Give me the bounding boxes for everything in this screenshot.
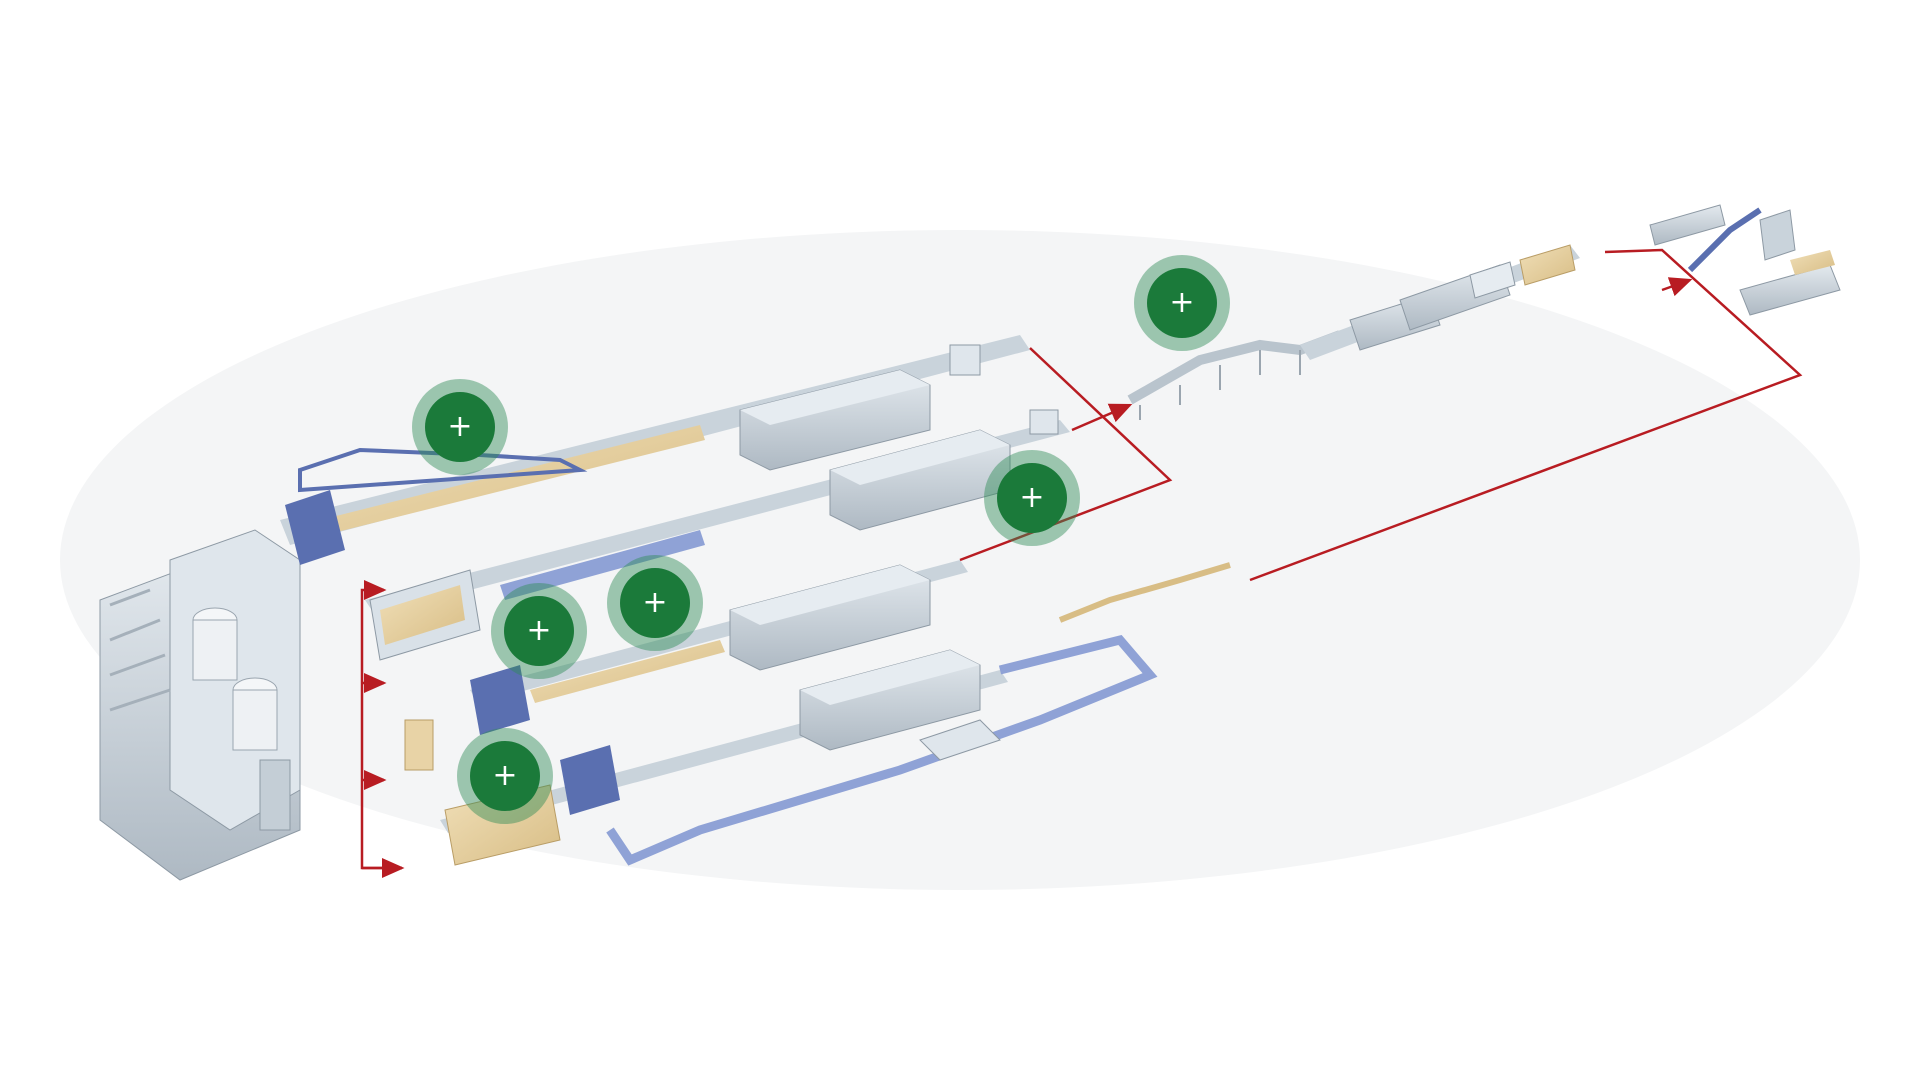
production-line-4 bbox=[440, 562, 1231, 866]
hotspot-transfer[interactable]: + bbox=[1134, 255, 1230, 351]
plus-icon: + bbox=[997, 463, 1067, 533]
plus-icon: + bbox=[504, 596, 574, 666]
plus-icon: + bbox=[470, 741, 540, 811]
hotspot-line-1[interactable]: + bbox=[412, 379, 508, 475]
hotspot-line-4[interactable]: + bbox=[457, 728, 553, 824]
packaging-line bbox=[1300, 204, 1841, 360]
plus-icon: + bbox=[620, 568, 690, 638]
hotspot-line-2-oven[interactable]: + bbox=[984, 450, 1080, 546]
plus-icon: + bbox=[1147, 268, 1217, 338]
hotspot-line-2-forming[interactable]: + bbox=[607, 555, 703, 651]
dough-mixing-tower bbox=[99, 529, 301, 881]
hotspot-line-3[interactable]: + bbox=[491, 583, 587, 679]
production-line-1 bbox=[280, 335, 1030, 565]
plus-icon: + bbox=[425, 392, 495, 462]
product-flow-lines bbox=[360, 248, 1803, 878]
production-line-3 bbox=[404, 560, 968, 771]
production-line-2 bbox=[365, 409, 1070, 661]
